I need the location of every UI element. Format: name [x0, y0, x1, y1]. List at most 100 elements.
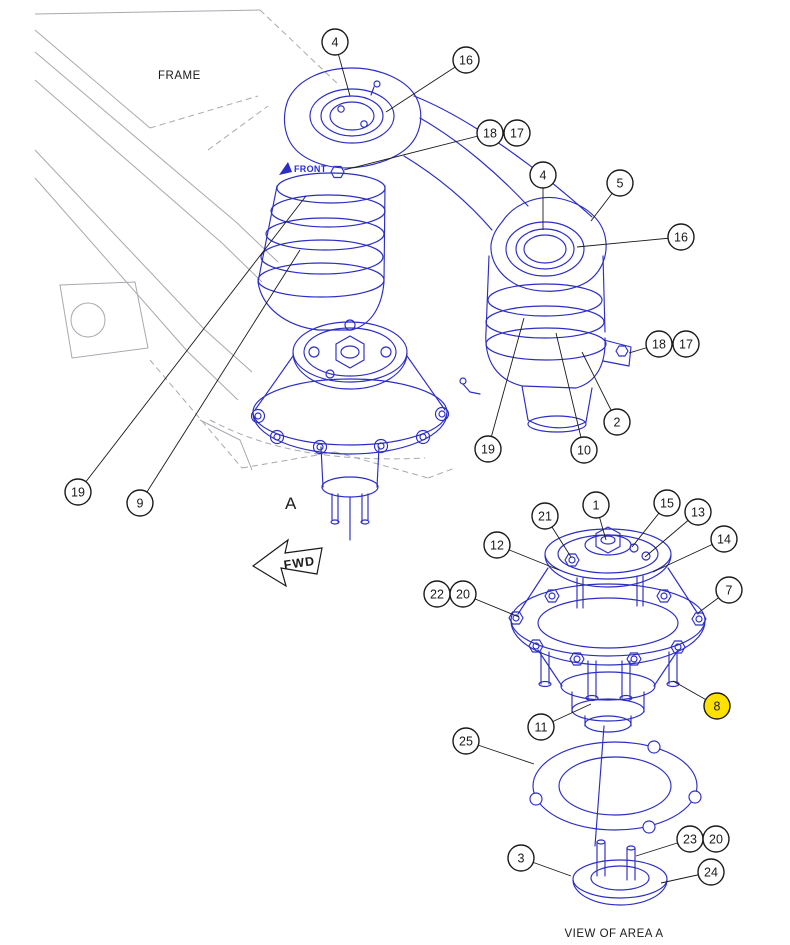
- callout-balloon[interactable]: [452, 46, 480, 74]
- callout-8[interactable]: 8: [672, 680, 731, 720]
- callout-18[interactable]: 18: [628, 330, 673, 358]
- callout-number: 16: [459, 54, 473, 68]
- callout-14[interactable]: 14: [652, 525, 738, 573]
- callout-balloon[interactable]: [321, 28, 349, 56]
- leader-line: [77, 195, 307, 493]
- callout-number: 20: [456, 588, 470, 602]
- callout-number: 11: [535, 721, 548, 735]
- leader-line: [555, 332, 585, 451]
- frame-label: FRAME: [158, 70, 201, 82]
- callout-balloon[interactable]: [476, 119, 504, 147]
- callout-number: 5: [617, 177, 624, 191]
- callout-balloon[interactable]: [64, 478, 92, 506]
- callout-number: 15: [660, 497, 674, 511]
- callout-balloon[interactable]: [474, 435, 502, 463]
- callout-9[interactable]: 9: [126, 249, 301, 517]
- callout-number: 23: [683, 833, 697, 847]
- leader-line: [385, 59, 467, 113]
- callout-15[interactable]: 15: [631, 489, 681, 548]
- callout-7[interactable]: 7: [697, 576, 743, 614]
- callout-5[interactable]: 5: [590, 169, 634, 222]
- callout-number: 20: [709, 833, 723, 847]
- callout-number: 9: [137, 497, 144, 511]
- callout-balloon[interactable]: [653, 489, 681, 517]
- callout-number: 4: [332, 36, 339, 50]
- callouts-layer: 4 16 18 17 4 5 16 18 17 2 10 19 19 9 21 1 15 13 12 14 22 20 7 8…: [64, 28, 743, 886]
- callout-balloon[interactable]: [710, 525, 738, 553]
- leader-line: [343, 132, 491, 171]
- callout-balloon[interactable]: [570, 436, 598, 464]
- callout-number: 10: [577, 444, 591, 458]
- fwd-label: FWD: [283, 554, 316, 572]
- callout-10[interactable]: 10: [555, 332, 598, 464]
- callout-18[interactable]: 18: [343, 119, 504, 171]
- callout-19[interactable]: 19: [64, 195, 307, 506]
- callout-20[interactable]: 20: [702, 825, 730, 853]
- callout-balloon[interactable]: [449, 580, 477, 608]
- leader-line: [487, 317, 525, 450]
- callout-balloon[interactable]: [702, 825, 730, 853]
- front-arrow-icon: [279, 162, 292, 175]
- callout-11[interactable]: 11: [527, 703, 592, 741]
- frame-outline: [34, 9, 456, 479]
- callout-21[interactable]: 21: [531, 502, 572, 558]
- callout-2[interactable]: 2: [581, 351, 631, 436]
- callout-balloon[interactable]: [503, 119, 531, 147]
- callout-number: 13: [691, 506, 705, 520]
- callout-23[interactable]: 23: [635, 825, 704, 857]
- callout-balloon[interactable]: [697, 858, 725, 886]
- leader-line: [576, 236, 682, 248]
- view-caption: VIEW OF AREA A: [564, 928, 663, 940]
- callout-balloon[interactable]: [645, 330, 673, 358]
- callout-balloon[interactable]: [715, 576, 743, 604]
- callout-number: 8: [714, 700, 721, 714]
- callout-balloon[interactable]: [667, 223, 695, 251]
- callout-balloon-highlighted[interactable]: [703, 692, 731, 720]
- callout-number: 16: [674, 231, 688, 245]
- callout-balloon[interactable]: [603, 408, 631, 436]
- callout-17[interactable]: 17: [503, 119, 531, 147]
- callout-3[interactable]: 3: [507, 844, 572, 877]
- callout-4[interactable]: 4: [321, 28, 351, 97]
- callout-number: 19: [481, 443, 495, 457]
- callout-number: 19: [71, 486, 85, 500]
- front-label: FRONT: [294, 164, 327, 174]
- callout-13[interactable]: 13: [644, 498, 712, 558]
- callout-number: 21: [538, 510, 552, 524]
- callout-balloon[interactable]: [126, 489, 154, 517]
- callout-number: 24: [704, 866, 718, 880]
- callout-22[interactable]: 22: [423, 580, 451, 608]
- callout-4[interactable]: 4: [529, 161, 557, 230]
- callout-number: 3: [518, 852, 525, 866]
- callout-balloon[interactable]: [606, 169, 634, 197]
- parts-line-art: [250, 67, 707, 906]
- callout-balloon[interactable]: [507, 844, 535, 872]
- callout-number: 17: [510, 127, 524, 141]
- callout-25[interactable]: 25: [452, 727, 535, 765]
- callout-20[interactable]: 20: [449, 580, 520, 618]
- callout-16[interactable]: 16: [385, 46, 480, 113]
- callout-balloon[interactable]: [483, 531, 511, 559]
- callout-24[interactable]: 24: [660, 858, 725, 886]
- callout-balloon[interactable]: [582, 491, 610, 519]
- leader-line: [139, 249, 301, 504]
- callout-number: 18: [652, 338, 666, 352]
- fwd-arrow-icon: FWD: [251, 538, 323, 588]
- callout-balloon[interactable]: [684, 498, 712, 526]
- callout-16[interactable]: 16: [576, 223, 695, 251]
- callout-balloon[interactable]: [452, 727, 480, 755]
- callout-number: 12: [490, 539, 504, 553]
- callout-number: 22: [430, 588, 444, 602]
- callout-19[interactable]: 19: [474, 317, 525, 463]
- callout-balloon[interactable]: [529, 161, 557, 189]
- callout-number: 18: [483, 127, 497, 141]
- callout-number: 7: [726, 584, 733, 598]
- callout-balloon[interactable]: [672, 330, 700, 358]
- callout-balloon[interactable]: [531, 502, 559, 530]
- callout-balloon[interactable]: [527, 713, 555, 741]
- callout-1[interactable]: 1: [582, 491, 610, 541]
- callout-12[interactable]: 12: [483, 531, 560, 571]
- callout-17[interactable]: 17: [672, 330, 700, 358]
